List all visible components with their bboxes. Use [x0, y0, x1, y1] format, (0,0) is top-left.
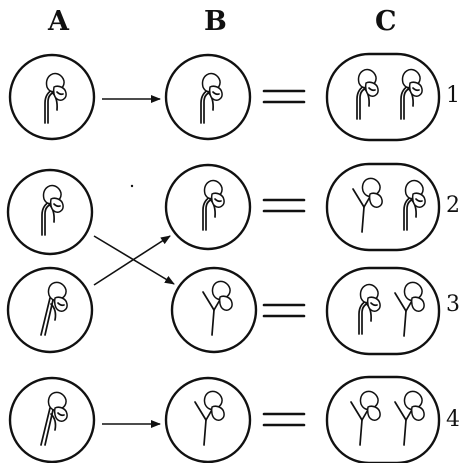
column-label-c: C — [375, 6, 397, 37]
row-number-4: 4 — [446, 407, 460, 432]
parent-circle-b3 — [170, 266, 258, 354]
row-2 — [6, 162, 441, 256]
pea-flower-icon — [40, 281, 68, 336]
parent-circle-b4 — [164, 376, 252, 463]
column-label-b: B — [204, 6, 227, 37]
row-number-2: 2 — [446, 193, 460, 218]
parent-circle-b2 — [164, 163, 252, 251]
parent-circle-a2 — [6, 168, 94, 256]
offspring-oval-4 — [325, 375, 441, 463]
pea-flower-icon — [44, 72, 67, 124]
pea-flower-icon — [403, 179, 426, 231]
pea-flower-icon — [356, 68, 379, 120]
parent-circle-b1 — [164, 53, 252, 141]
row-4 — [8, 375, 441, 463]
row-number-1: 1 — [446, 83, 460, 108]
offspring-oval-1 — [325, 52, 441, 142]
pea-flower-icon — [352, 177, 383, 233]
offspring-oval-3 — [325, 266, 441, 356]
cross-arrow-up — [93, 235, 171, 286]
parent-circle-a4 — [8, 376, 96, 463]
column-label-a: A — [48, 6, 69, 37]
stray-dot — [130, 184, 134, 188]
parent-circle-a3 — [6, 266, 94, 354]
parent-circle-a1 — [8, 53, 96, 141]
row-3 — [6, 266, 441, 356]
row-1 — [8, 52, 441, 142]
pea-flower-icon — [40, 391, 68, 446]
pea-flower-icon — [200, 72, 223, 124]
pea-flower-icon — [202, 280, 233, 336]
pea-flower-icon — [41, 184, 64, 236]
pea-flower-icon — [400, 68, 423, 120]
pea-flower-icon — [358, 283, 381, 335]
offspring-oval-2 — [325, 162, 441, 252]
pea-flower-icon — [194, 390, 225, 446]
pea-flower-icon — [394, 281, 425, 337]
cross-arrow-down — [93, 235, 175, 285]
row-number-3: 3 — [446, 292, 460, 317]
pea-flower-icon — [350, 390, 381, 446]
pea-flower-icon — [202, 179, 225, 231]
pea-flower-icon — [394, 390, 425, 446]
